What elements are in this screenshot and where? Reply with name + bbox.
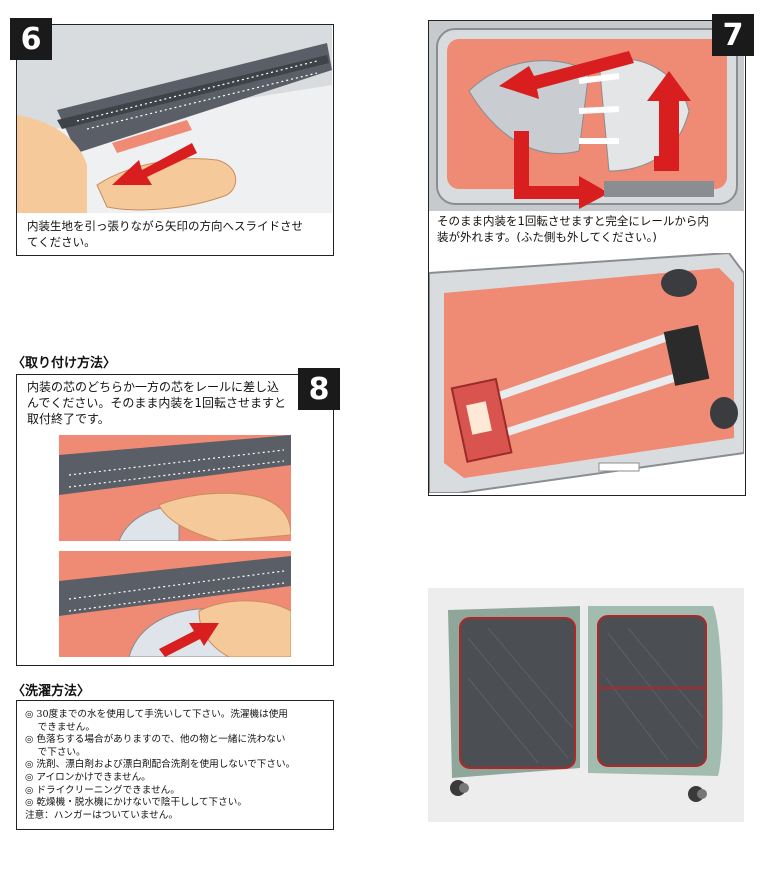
step7-illustration-top: [429, 21, 744, 211]
step6-caption-line2: てください。: [27, 235, 96, 249]
step6-badge: 6: [10, 18, 52, 60]
step7-arrow-left-icon: [499, 51, 634, 99]
step7-caption-line1: そのまま内装を1回転させますと完全にレールから内: [437, 214, 709, 228]
washing-line: ◎ アイロンかけできません。: [25, 771, 151, 783]
step7-arrow-up-icon: [647, 71, 691, 171]
step7-panel: そのまま内装を1回転させますと完全にレールから内 装が外れます。(ふた側も外して…: [428, 20, 746, 496]
washing-panel: ◎ 30度までの水を使用して手洗いして下さい。洗濯機は使用 できません。◎ 色落…: [16, 700, 334, 830]
install-heading: 〈取り付け方法〉: [12, 356, 117, 371]
step7-caption-line2: 装が外れます。(ふた側も外してください。): [437, 230, 657, 244]
washing-line: ◎ 洗剤、漂白剤および漂白剤配合洗剤を使用しないで下さい。: [25, 759, 296, 771]
step8-arrow-icon: [159, 623, 219, 657]
step7-arrow-right-icon: [514, 131, 609, 209]
suitcase-image: [428, 588, 744, 822]
washing-line: ◎ 乾燥機・脱水機にかけないで陰干しして下さい。: [25, 797, 247, 809]
washing-line: で下さい。: [25, 746, 86, 758]
step8-text-line3: 取付終了です。: [27, 412, 110, 426]
step6-illustration: [17, 25, 332, 213]
step8-illustration-bottom: [59, 551, 291, 657]
washing-heading: 〈洗濯方法〉: [12, 684, 91, 699]
step8-text-line1: 内装の芯のどちらか一方の芯をレールに差し込: [27, 380, 280, 394]
washing-line: できません。: [25, 721, 95, 733]
washing-line: ◎ ドライクリーニングできません。: [25, 784, 180, 796]
washing-line: ◎ 30度までの水を使用して手洗いして下さい。洗濯機は使用: [25, 709, 288, 720]
step8-illustration-top: [59, 435, 291, 541]
step6-panel: 内装生地を引っ張りながら矢印の方向へスライドさせ てください。: [16, 24, 334, 256]
washing-list: ◎ 30度までの水を使用して手洗いして下さい。洗濯機は使用 できません。◎ 色落…: [25, 709, 295, 822]
washing-line: ◎ 色落ちする場合がありますので、他の物と一緒に洗わない: [25, 734, 286, 746]
washing-line: 注意：ハンガーはついていません。: [25, 809, 178, 821]
step6-caption-line1: 内装生地を引っ張りながら矢印の方向へスライドさせ: [27, 219, 303, 233]
step8-badge: 8: [298, 368, 340, 410]
step6-arrow-icon: [112, 143, 197, 185]
step7-badge: 7: [712, 14, 754, 56]
step8-panel: 内装の芯のどちらか一方の芯をレールに差し込 んでください。そのまま内装を1回転さ…: [16, 374, 334, 666]
step8-text-line2: んでください。そのまま内装を1回転させますと: [27, 396, 287, 410]
suitcase-photo: [428, 588, 744, 822]
step7-illustration-bottom: [429, 253, 744, 493]
